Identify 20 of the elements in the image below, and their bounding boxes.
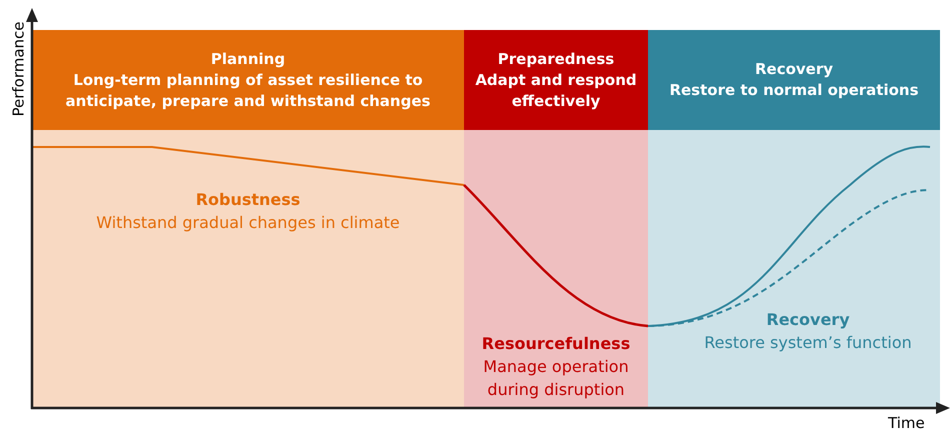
panel-text: Withstand gradual changes in climate: [95, 212, 401, 234]
phase-panel: [464, 130, 648, 408]
panel-text: Manage operation during disruption: [482, 356, 630, 401]
phase-band: [648, 30, 940, 130]
panel-text: Restore system’s function: [703, 332, 913, 354]
band-text: Adapt and respond effectively: [474, 70, 638, 112]
band-heading: Preparedness: [498, 48, 614, 70]
band-text: Long-term planning of asset resilience to anticipate, prepare and withstand changes: [64, 70, 432, 112]
panel-heading: Recovery: [765, 309, 851, 331]
panel-heading: Resourcefulness: [480, 333, 632, 355]
phase-panel: [32, 130, 464, 408]
band-heading: Recovery: [754, 59, 834, 80]
phase-panel: [648, 130, 940, 408]
axis-title: Time: [888, 414, 925, 432]
band-heading: Planning: [210, 48, 286, 70]
phase-band: [464, 30, 648, 130]
band-text: Restore to normal operations: [669, 80, 919, 101]
phase-band: [32, 30, 464, 130]
panel-heading: Robustness: [194, 189, 302, 211]
axis-title: Performance: [10, 21, 28, 117]
